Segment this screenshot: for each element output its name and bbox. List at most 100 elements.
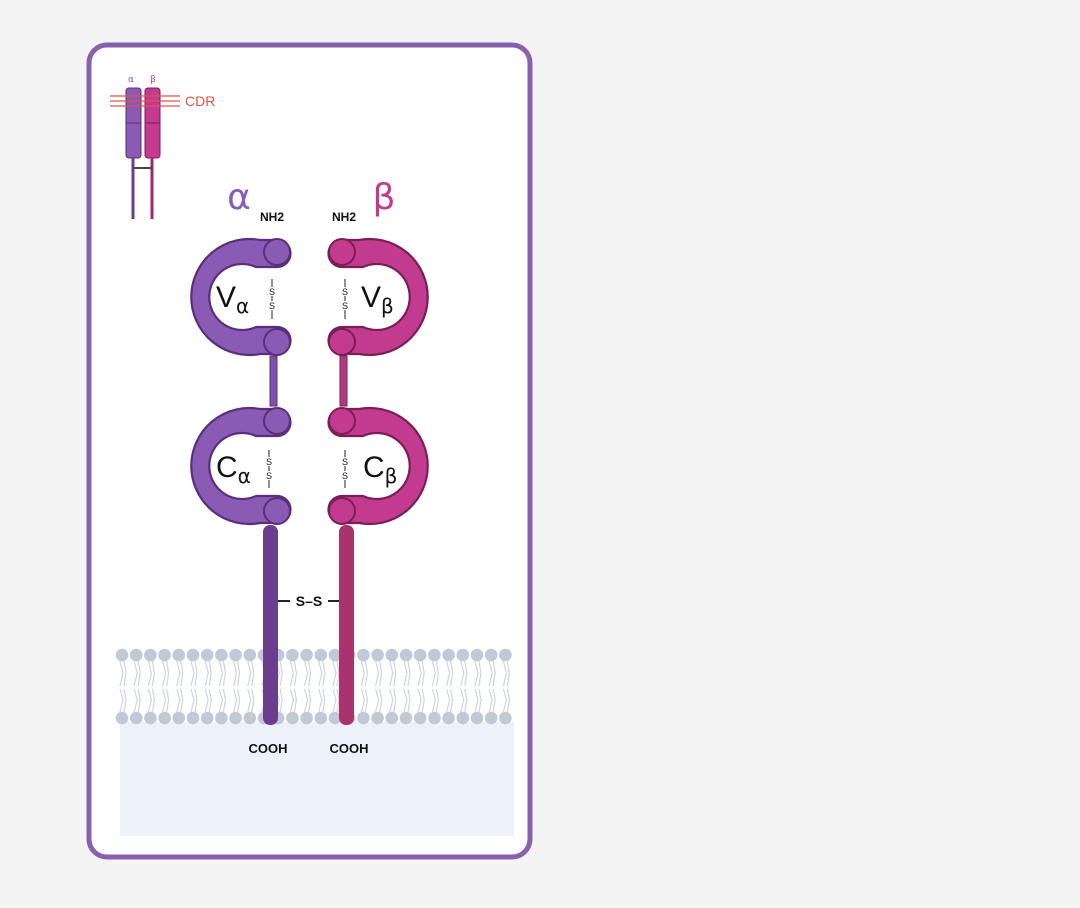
lipid-tail: [218, 660, 227, 713]
cdr-lines: [110, 95, 180, 107]
lipid-head-outer: [428, 648, 441, 662]
alpha-v-disulfide: S S: [268, 279, 276, 319]
lipid-tail: [275, 660, 283, 713]
lipid-head-outer: [229, 648, 242, 662]
lipid-head-outer: [172, 648, 186, 662]
lipid-tail: [318, 660, 326, 713]
lipid-head-outer: [484, 648, 498, 662]
alpha-linker: [269, 355, 278, 407]
interchain-bond-label: S–S: [296, 593, 322, 609]
lipid-tail: [403, 660, 411, 713]
beta-c-terminus: COOH: [330, 741, 369, 756]
lipid-head-inner: [243, 711, 257, 725]
lipid-tail: [289, 660, 298, 713]
alpha-c-disulfide: S S: [265, 450, 273, 488]
alpha-c-s1: S: [266, 457, 272, 467]
alpha-n-terminus: NH2: [260, 210, 284, 224]
lipid-head-inner: [428, 711, 441, 725]
lipid-head-outer: [158, 648, 171, 662]
beta-c-s1: S: [342, 457, 348, 467]
beta-linker: [339, 355, 348, 407]
lipid-head-inner: [385, 711, 399, 725]
interchain-disulfide: S–S: [278, 593, 339, 609]
domain-knob-top: [328, 238, 356, 266]
beta-chain-symbol: β: [373, 177, 396, 218]
lipid-head-inner: [456, 711, 470, 725]
lipid-tail: [133, 660, 141, 713]
lipid-tail: [162, 660, 170, 713]
lipid-head-inner: [499, 711, 512, 725]
lipid-head-outer: [456, 648, 470, 662]
legend-icon: α β CDR: [110, 75, 215, 219]
lipid-head-outer: [300, 648, 313, 662]
lipid-head-outer: [129, 648, 143, 662]
lipid-head-outer: [399, 648, 413, 662]
beta-v-s1: S: [342, 287, 348, 297]
lipid-head-inner: [413, 711, 427, 725]
lipid-head-inner: [484, 711, 498, 725]
lipid-tail: [389, 660, 397, 713]
lipid-tail: [360, 660, 369, 713]
lipid-head-outer: [286, 648, 299, 662]
lipid-tail: [502, 660, 511, 713]
lipid-head-outer: [215, 648, 228, 662]
domain-shape: [190, 406, 292, 526]
lipid-head-inner: [144, 711, 157, 725]
beta-v-s2: S: [342, 301, 348, 311]
lipid-tail: [147, 660, 156, 713]
lipid-head-inner: [300, 711, 313, 725]
lipid-head-inner: [371, 711, 384, 725]
domain-knob-bottom: [328, 497, 356, 525]
lipid-tail: [446, 660, 454, 713]
lipid-head-inner: [186, 711, 200, 725]
lipid-tail: [176, 660, 184, 713]
lipid-head-inner: [328, 711, 342, 725]
domain-knob-top: [263, 238, 291, 266]
lipid-head-inner: [172, 711, 186, 725]
domain-knob-bottom: [263, 497, 291, 525]
beta-variable-domain: [327, 237, 429, 357]
domain-shape: [327, 237, 429, 357]
legend-alpha-label: α: [128, 75, 134, 85]
alpha-v-s1: S: [269, 287, 275, 297]
lipid-tail: [247, 660, 255, 713]
lipid-head-outer: [200, 648, 214, 662]
lipid-head-outer: [385, 648, 399, 662]
lipid-head-inner: [200, 711, 214, 725]
alpha-constant-domain: [190, 406, 292, 526]
lipid-tail: [460, 660, 468, 713]
lipid-head-inner: [215, 711, 228, 725]
alpha-c-label: Cα: [216, 451, 251, 488]
lipid-head-outer: [470, 648, 484, 662]
domain-shape: [327, 406, 429, 526]
lipid-head-inner: [357, 711, 370, 725]
lipid-head-outer: [357, 648, 370, 662]
lipid-head-inner: [470, 711, 484, 725]
lipid-tail: [119, 660, 127, 713]
lipid-head-inner: [158, 711, 171, 725]
lipid-head-outer: [499, 648, 512, 662]
beta-c-s2: S: [342, 471, 348, 481]
alpha-variable-domain: [190, 237, 292, 357]
lipid-tail: [417, 660, 425, 713]
lipid-head-outer: [413, 648, 427, 662]
legend-beta-label: β: [150, 75, 156, 85]
beta-c-label: Cβ: [363, 451, 397, 488]
lipid-tail: [488, 660, 496, 713]
alpha-v-label: Vα: [216, 281, 249, 318]
lipid-head-inner: [286, 711, 299, 725]
beta-v-label: Vβ: [361, 281, 394, 318]
lipid-head-inner: [442, 711, 455, 725]
cytoplasm-region: [120, 722, 514, 836]
domain-knob-bottom: [263, 328, 291, 356]
beta-c-disulfide: S S: [341, 450, 349, 488]
lipid-head-inner: [229, 711, 242, 725]
beta-stalk: [339, 525, 354, 725]
lipid-head-outer: [144, 648, 157, 662]
alpha-chain-symbol: α: [227, 177, 251, 218]
domain-shape: [190, 237, 292, 357]
lipid-head-outer: [442, 648, 455, 662]
lipid-head-outer: [328, 648, 342, 662]
